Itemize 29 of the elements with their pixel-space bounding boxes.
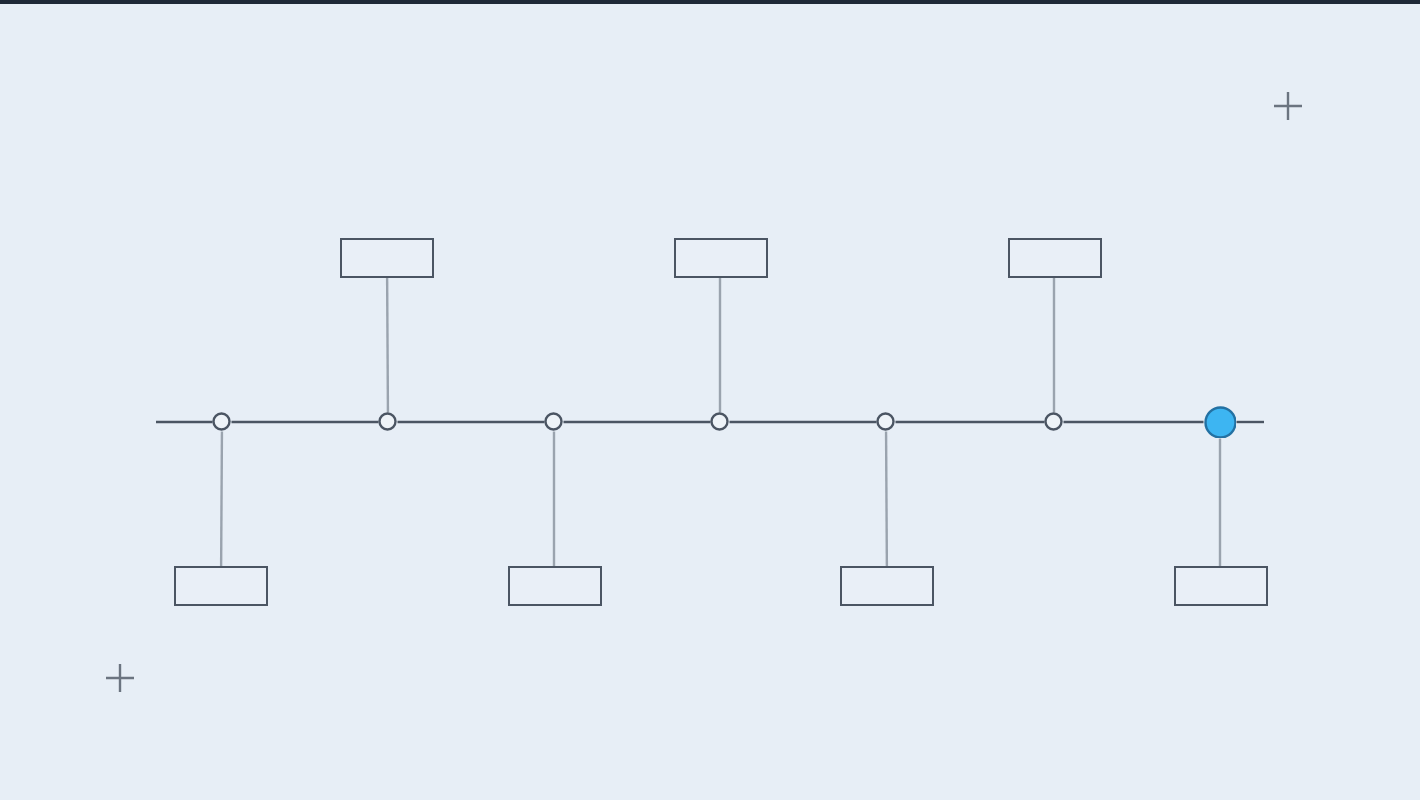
timeline-line bbox=[1063, 420, 1204, 424]
event-box bbox=[507, 566, 601, 606]
connector-line bbox=[552, 431, 556, 566]
timeline-dot bbox=[378, 412, 398, 432]
timeline-line bbox=[156, 420, 213, 424]
timeline-dot bbox=[544, 412, 564, 432]
timeline-line bbox=[1236, 420, 1264, 424]
event-box bbox=[1173, 566, 1267, 606]
timeline-line bbox=[729, 420, 877, 424]
connector-line bbox=[385, 278, 390, 413]
connector-line bbox=[1052, 278, 1056, 413]
timeline-line bbox=[563, 420, 711, 424]
connector-line bbox=[718, 278, 722, 413]
timeline-dot bbox=[212, 412, 232, 432]
event-box bbox=[840, 566, 934, 606]
timeline-line bbox=[231, 420, 379, 424]
timeline-dot bbox=[876, 412, 896, 432]
timeline-line bbox=[895, 420, 1045, 424]
event-box bbox=[340, 238, 434, 278]
timeline-dot bbox=[710, 412, 730, 432]
timeline-dot bbox=[1044, 412, 1064, 432]
event-box bbox=[1007, 238, 1101, 278]
connector-line bbox=[884, 431, 889, 566]
event-box bbox=[673, 238, 767, 278]
connector-line bbox=[1218, 438, 1222, 566]
connector-line bbox=[219, 431, 224, 566]
timeline-line bbox=[397, 420, 545, 424]
highlighted-timeline-dot bbox=[1203, 405, 1237, 439]
event-box bbox=[174, 566, 268, 606]
